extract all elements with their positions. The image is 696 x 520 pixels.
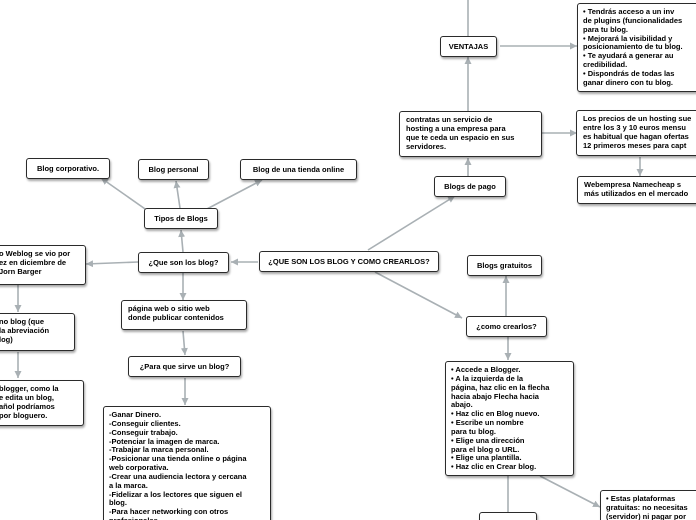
node-weblog-origen[interactable]: o Weblog se vio por ez en diciembre de J… — [0, 245, 86, 285]
node-usos-blog[interactable]: -Ganar Dinero. -Conseguir clientes. -Con… — [103, 406, 271, 520]
node-bottom-stub[interactable] — [479, 512, 537, 520]
node-ventajas[interactable]: VENTAJAS — [440, 36, 497, 57]
node-pasos-crear-blog[interactable]: • Accede a Blogger. • A la izquierda de … — [445, 361, 574, 476]
node-blogs-gratuitos[interactable]: Blogs gratuitos — [467, 255, 542, 276]
node-pagina-web[interactable]: página web o sitio web donde publicar co… — [121, 300, 247, 330]
node-como-crearlos[interactable]: ¿como crearlos? — [466, 316, 547, 337]
node-contratas-hosting[interactable]: contratas un servicio de hosting a una e… — [399, 111, 542, 157]
node-blogs-de-pago[interactable]: Blogs de pago — [434, 176, 506, 197]
node-blog-personal[interactable]: Blog personal — [138, 159, 209, 180]
node-que-son-los-blog[interactable]: ¿Que son los blog? — [138, 252, 229, 273]
node-blog-tienda-online[interactable]: Blog de una tienda online — [240, 159, 357, 180]
node-blogger-persona[interactable]: blogger, como la e edita un blog, añol p… — [0, 380, 84, 426]
node-webempresa-namecheap[interactable]: Webempresa Namecheap s más utilizados en… — [577, 176, 696, 204]
node-plataformas-gratuitas[interactable]: • Estas plataformas gratuitas: no necesi… — [600, 490, 696, 520]
node-precios-hosting[interactable]: Los precios de un hosting sue entre los … — [576, 110, 696, 156]
node-ventajas-list[interactable]: • Tendrás acceso a un inv de plugins (fu… — [577, 3, 696, 92]
node-tipos-de-blogs[interactable]: Tipos de Blogs — [144, 208, 218, 229]
node-para-que-sirve[interactable]: ¿Para que sirve un blog? — [128, 356, 241, 377]
node-blog-corporativo[interactable]: Blog corporativo. — [26, 158, 110, 179]
node-blogger-definicion[interactable]: no blog (que la abreviación log) — [0, 313, 75, 351]
node-central-topic[interactable]: ¿QUE SON LOS BLOG Y COMO CREARLOS? — [259, 251, 439, 272]
